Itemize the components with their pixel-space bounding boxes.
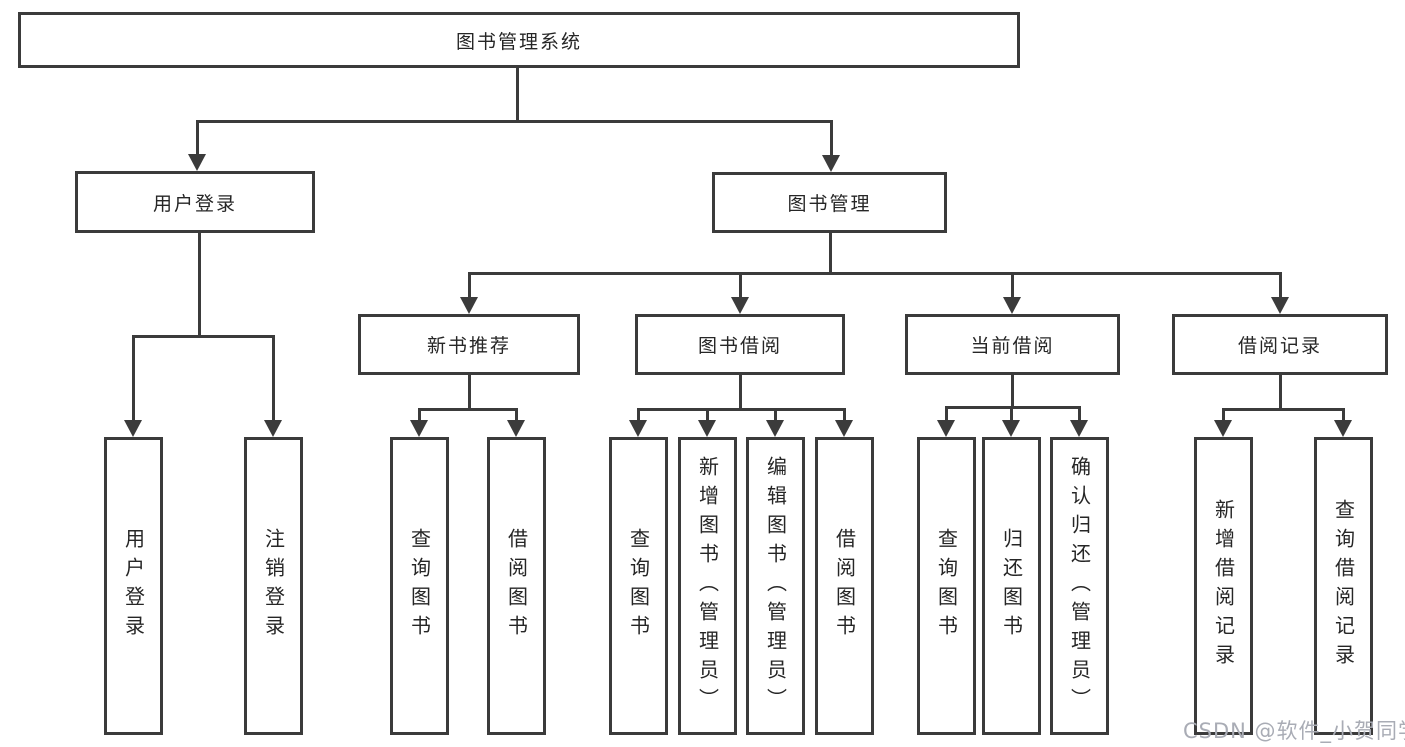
connector-line [1078,406,1081,420]
arrowhead-down-icon [766,420,784,437]
arrowhead-down-icon [937,420,955,437]
leaf-add-book-admin: 新增图书（管理员） [678,437,737,735]
arrowhead-down-icon [188,154,206,171]
leaf-query-books-borrow: 查询图书 [609,437,668,735]
node-borrow-records: 借阅记录 [1172,314,1388,375]
leaf-user-login: 用户登录 [104,437,163,735]
connector-line [739,272,742,297]
leaf-borrow-books-recommend: 借阅图书 [487,437,546,735]
connector-line [637,408,846,411]
csdn-watermark: CSDN @软件_小贺同学 [1183,719,1405,743]
arrowhead-down-icon [1002,420,1020,437]
connector-line [829,233,832,272]
connector-line [739,375,742,408]
connector-line [1279,374,1282,408]
arrowhead-down-icon [124,420,142,437]
connector-line [272,335,275,420]
leaf-confirm-return-admin: 确认归还（管理员） [1050,437,1109,735]
connector-line [196,120,199,154]
node-current-borrow: 当前借阅 [905,314,1120,375]
arrowhead-down-icon [822,155,840,172]
leaf-logout: 注销登录 [244,437,303,735]
arrowhead-down-icon [731,297,749,314]
connector-line [198,233,201,335]
arrowhead-down-icon [507,420,525,437]
connector-line [132,335,135,420]
leaf-add-borrow-record: 新增借阅记录 [1194,437,1253,735]
connector-line [468,272,1282,275]
arrowhead-down-icon [698,420,716,437]
connector-line [132,335,275,338]
leaf-return-books: 归还图书 [982,437,1041,735]
connector-line [1011,375,1014,406]
arrowhead-down-icon [460,297,478,314]
connector-line [945,406,1081,409]
leaf-edit-book-admin: 编辑图书（管理员） [746,437,805,735]
connector-line [418,408,421,420]
connector-line [1222,408,1345,411]
connector-line [515,408,518,420]
arrowhead-down-icon [1070,420,1088,437]
connector-line [774,408,777,420]
connector-line [1011,272,1014,297]
connector-line [418,408,518,411]
arrowhead-down-icon [835,420,853,437]
connector-line [468,272,471,297]
node-book-borrow: 图书借阅 [635,314,845,375]
connector-line [1342,408,1345,420]
leaf-query-borrow-record: 查询借阅记录 [1314,437,1373,735]
node-new-book-recommend: 新书推荐 [358,314,580,375]
connector-line [1279,272,1282,297]
arrowhead-down-icon [264,420,282,437]
leaf-borrow-books: 借阅图书 [815,437,874,735]
arrowhead-down-icon [1003,297,1021,314]
arrowhead-down-icon [1214,420,1232,437]
arrowhead-down-icon [1271,297,1289,314]
arrowhead-down-icon [1334,420,1352,437]
connector-line [637,408,640,420]
connector-line [468,375,471,408]
node-library-management-system: 图书管理系统 [18,12,1020,68]
connector-line [1222,408,1225,420]
leaf-query-books-current: 查询图书 [917,437,976,735]
leaf-query-books-recommend: 查询图书 [390,437,449,735]
arrowhead-down-icon [410,420,428,437]
connector-line [945,406,948,420]
connector-line [830,120,833,155]
node-book-management: 图书管理 [712,172,947,233]
connector-line [843,408,846,420]
node-user-login: 用户登录 [75,171,315,233]
arrowhead-down-icon [629,420,647,437]
connector-line [1010,406,1013,420]
connector-line [196,120,833,123]
connector-line [706,408,709,420]
connector-line [516,68,519,120]
